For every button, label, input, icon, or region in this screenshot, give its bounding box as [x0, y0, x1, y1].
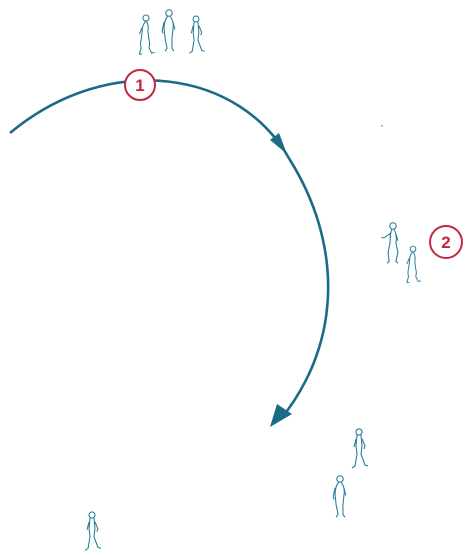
- walking-person-icon: [85, 512, 101, 550]
- walking-woman-icon: [407, 246, 421, 282]
- walking-person-icon: [333, 476, 346, 517]
- standing-woman-icon: [162, 10, 175, 51]
- walking-man-icon: [352, 429, 368, 468]
- lower-right-people-group: [333, 429, 368, 517]
- walking-man-icon: [189, 16, 204, 53]
- bottom-left-people-group: [85, 512, 101, 550]
- walking-route-arc: [10, 80, 328, 420]
- pointing-woman-icon: [381, 223, 398, 263]
- walking-woman-icon: [139, 15, 154, 54]
- step-marker-1: 1: [125, 70, 155, 100]
- step-marker-2: 2: [430, 226, 462, 258]
- step-marker-2-label: 2: [441, 233, 450, 252]
- right-people-group: [381, 223, 421, 283]
- step-marker-1-label: 1: [135, 76, 144, 95]
- top-people-group: [139, 10, 204, 54]
- stray-dot: [381, 125, 382, 126]
